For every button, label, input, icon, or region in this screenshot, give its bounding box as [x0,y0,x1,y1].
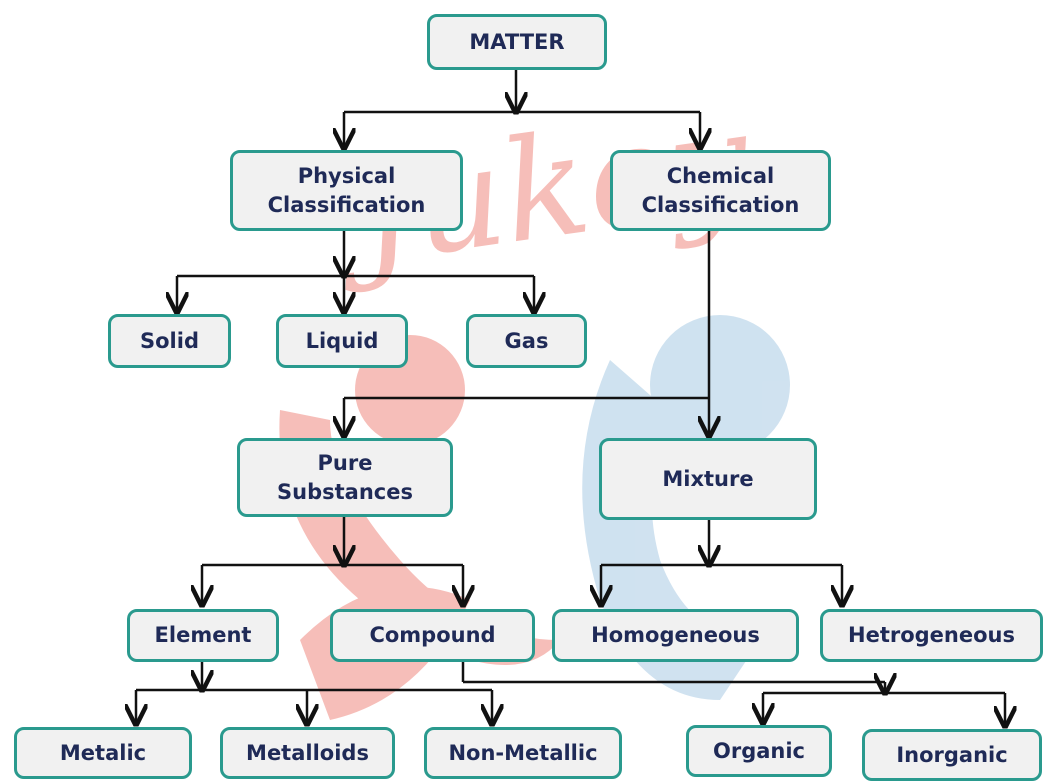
node-metalloids-label: Metalloids [246,740,369,765]
watermark-blue-circle [650,315,790,455]
node-liquid: Liquid [276,314,408,368]
node-homogeneous: Homogeneous [552,609,799,662]
node-chemical-classification: Chemical Classification [610,150,831,231]
node-element: Element [127,609,279,662]
node-hetrogeneous: Hetrogeneous [820,609,1043,662]
node-matter: MATTER [427,14,607,70]
node-pure-substances: Pure Substances [237,438,453,517]
node-non-metallic: Non-Metallic [424,727,622,779]
node-nonmetallic-label: Non-Metallic [448,740,598,765]
node-metalic-label: Metalic [59,740,147,765]
node-gas: Gas [466,314,587,368]
node-mixture: Mixture [599,438,817,520]
node-solid-label: Solid [140,328,199,353]
node-liquid-label: Liquid [305,328,379,353]
node-solid: Solid [108,314,231,368]
node-inorganic-label: Inorganic [896,742,1008,767]
node-metalloids: Metalloids [220,727,395,779]
node-matter-label: MATTER [469,29,565,54]
node-organic: Organic [686,725,832,777]
node-compound-label: Compound [369,623,496,647]
node-pure-label: Pure Substances [277,450,413,504]
node-metalic: Metalic [14,727,192,779]
node-chemical-label: Chemical Classification [641,163,800,217]
node-physical-classification: Physical Classification [230,150,463,231]
node-mixture-label: Mixture [662,466,754,491]
node-organic-label: Organic [712,738,805,763]
node-element-label: Element [154,623,252,647]
node-physical-label: Physical Classification [267,163,426,217]
node-inorganic: Inorganic [862,729,1042,781]
node-compound: Compound [330,609,535,662]
node-homogeneous-label: Homogeneous [591,623,760,647]
node-hetrogeneous-label: Hetrogeneous [848,623,1015,647]
node-gas-label: Gas [504,328,549,353]
